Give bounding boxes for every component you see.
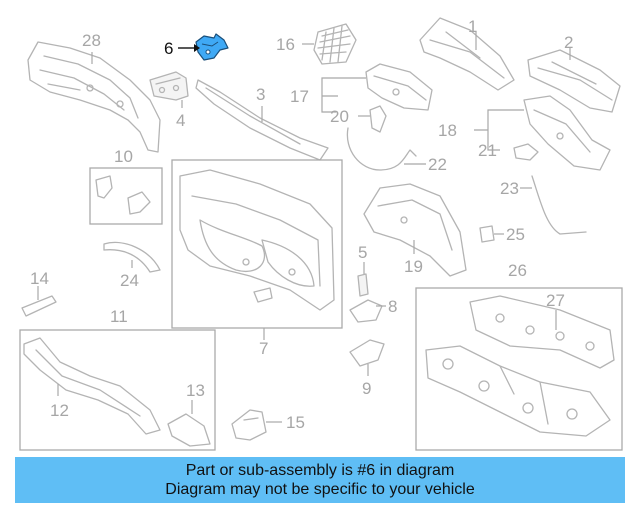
callout-7-box — [171, 159, 343, 329]
callout-11: 11 — [110, 307, 128, 326]
banner-line-1: Part or sub-assembly is #6 in diagram — [185, 462, 455, 479]
part-10-clips[interactable] — [95, 175, 151, 215]
part-13-bracket[interactable] — [167, 400, 211, 447]
part-27-insulator[interactable] — [469, 295, 615, 369]
part-20-clip[interactable] — [358, 105, 387, 133]
callout-26-box — [415, 287, 623, 451]
callout-3: 3 — [256, 85, 265, 104]
info-banner: Part or sub-assembly is #6 in diagram Di… — [15, 457, 625, 503]
part-24-trim[interactable] — [103, 241, 161, 273]
part-22-cable[interactable] — [346, 127, 426, 171]
callout-28: 28 — [82, 31, 101, 50]
part-23-wire[interactable] — [520, 175, 587, 235]
callout-8: 8 — [388, 297, 397, 316]
part-2-right-cowl[interactable] — [527, 48, 621, 113]
callout-20: 20 — [330, 107, 349, 126]
callout-27: 27 — [546, 291, 565, 310]
callout-19: 19 — [404, 257, 423, 276]
callout-10: 10 — [114, 147, 133, 166]
part-12-reinforcement[interactable] — [23, 337, 161, 435]
part-28-dash-panel[interactable] — [27, 41, 161, 153]
callout-4: 4 — [176, 111, 185, 130]
callout-11-box — [19, 329, 216, 451]
callout-13: 13 — [186, 381, 205, 400]
callout-25: 25 — [506, 225, 525, 244]
callout-2: 2 — [564, 33, 573, 52]
part-6-highlighted-bracket[interactable] — [195, 33, 229, 61]
callout-10-box — [89, 167, 163, 225]
parts-diagram: 28 6 4 3 16 1 — [19, 17, 623, 451]
part-25-plug[interactable] — [479, 225, 504, 243]
part-5-bracket[interactable] — [357, 262, 369, 297]
part-18-side-panel[interactable] — [523, 95, 611, 171]
callout-24: 24 — [120, 271, 139, 290]
callout-21: 21 — [478, 141, 497, 160]
part-4-bracket[interactable] — [149, 71, 189, 108]
callout-6: 6 — [164, 39, 173, 58]
callout-17-bracket — [321, 77, 366, 113]
part-15-bracket[interactable] — [231, 409, 282, 441]
callout-1: 1 — [468, 17, 477, 36]
banner-line-2: Diagram may not be specific to your vehi… — [165, 481, 475, 498]
part-26-insulator-lower[interactable] — [425, 345, 611, 437]
callout-16: 16 — [276, 35, 295, 54]
callout-7: 7 — [259, 339, 268, 358]
part-9-bracket[interactable] — [349, 339, 385, 376]
callout-18: 18 — [438, 121, 457, 140]
callout-5: 5 — [358, 243, 367, 262]
callout-17: 17 — [290, 87, 309, 106]
callout-22: 22 — [428, 155, 447, 174]
part-21-clip[interactable] — [513, 143, 539, 161]
part-1-cowl-top[interactable] — [419, 17, 515, 91]
callout-9: 9 — [362, 379, 371, 398]
callout-12: 12 — [50, 401, 69, 420]
callout-14: 14 — [30, 269, 49, 288]
callout-23: 23 — [500, 179, 519, 198]
part-8-bracket[interactable] — [349, 299, 386, 323]
part-17-cowl-section[interactable] — [365, 63, 433, 111]
part-19-side-panel[interactable] — [363, 183, 467, 277]
callout-26: 26 — [508, 261, 527, 280]
callout-15: 15 — [286, 413, 305, 432]
callout-6-arrow — [178, 44, 200, 52]
part-14-strip[interactable] — [21, 286, 57, 317]
callout-18-bracket — [474, 109, 524, 151]
part-16-vent-grille[interactable] — [302, 23, 357, 65]
part-7-dash-panel[interactable] — [179, 169, 335, 340]
